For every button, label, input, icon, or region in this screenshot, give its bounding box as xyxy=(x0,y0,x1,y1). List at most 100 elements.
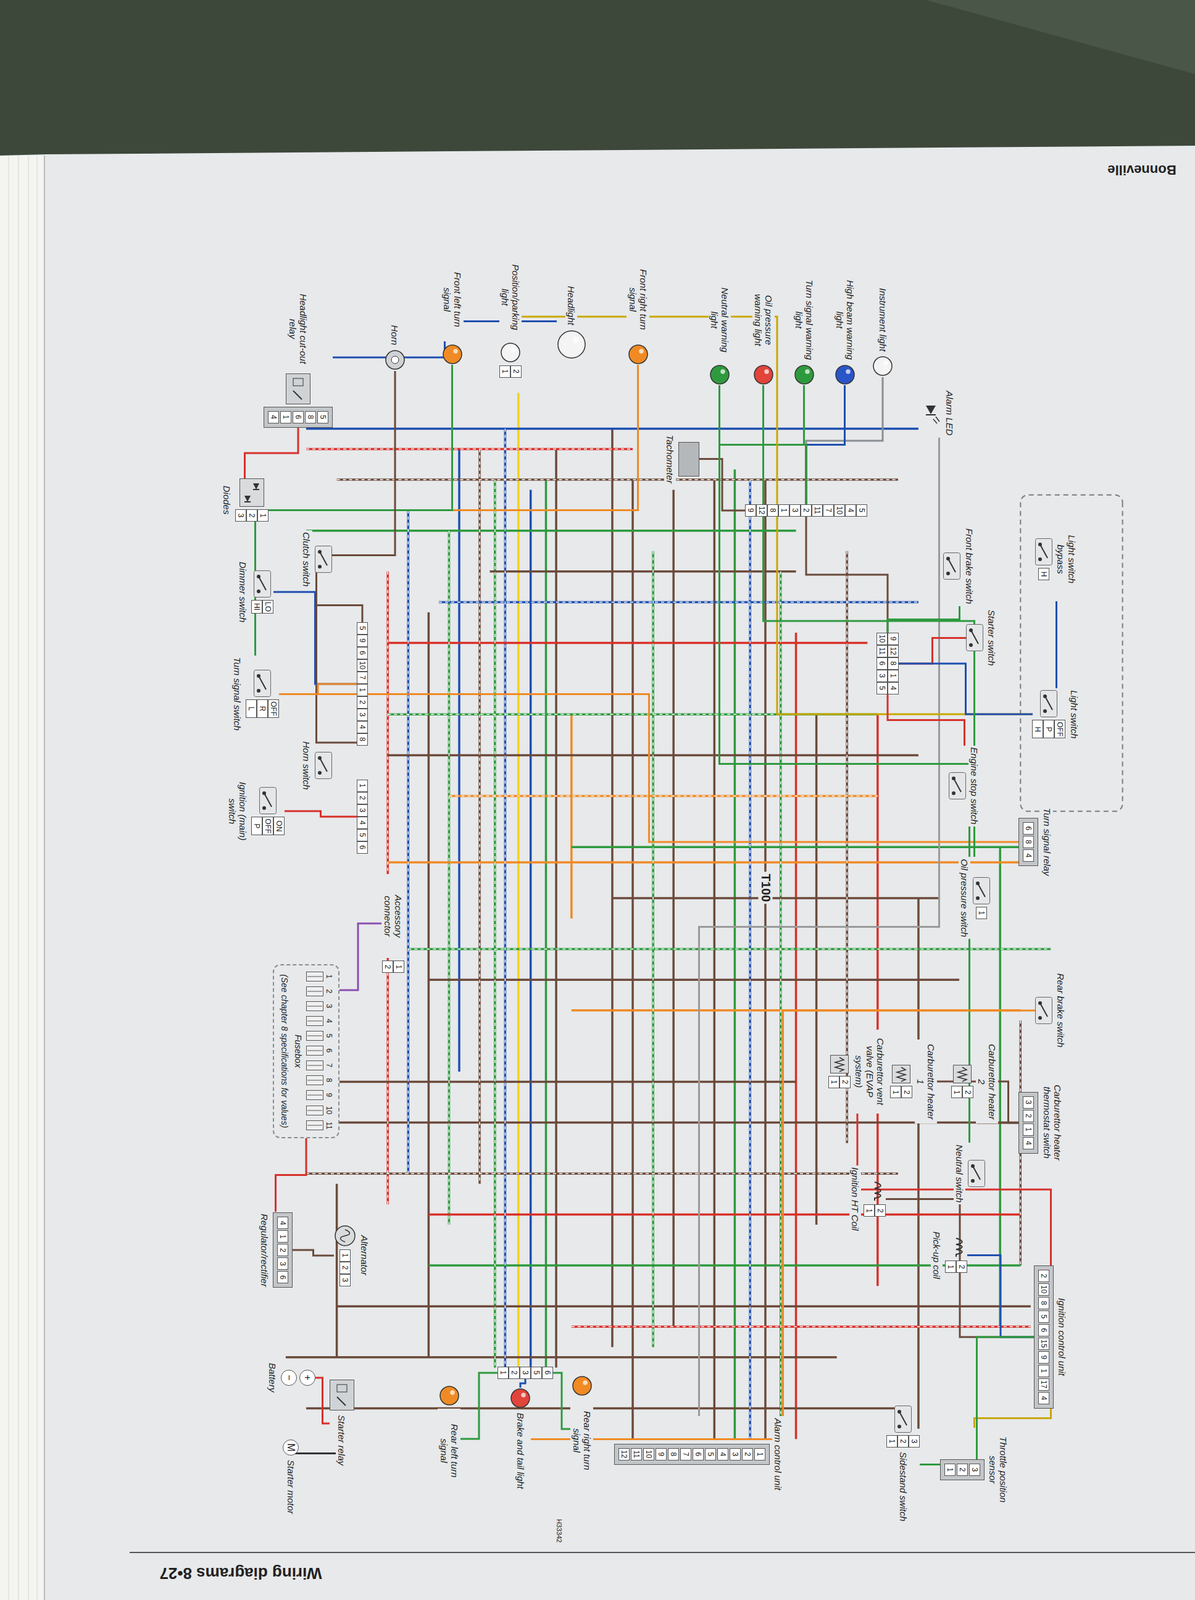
terminal-strip: 21 xyxy=(951,1085,974,1099)
wire xyxy=(316,739,363,746)
component-body: 41236 xyxy=(272,1212,293,1288)
heater-symbol xyxy=(953,1064,972,1084)
pin-number: 7 xyxy=(680,1448,692,1461)
wire xyxy=(306,529,797,533)
wire xyxy=(919,1336,1034,1465)
component-body: 12 xyxy=(382,960,405,973)
sw-symbol xyxy=(965,624,984,652)
component-body xyxy=(556,329,587,360)
component-body: 58614 xyxy=(263,373,333,428)
pin-number: 2 xyxy=(508,1366,520,1379)
component-body: 21 xyxy=(828,1054,851,1089)
terminal-strip: H xyxy=(1038,567,1050,581)
relay: Turn signal relay684 xyxy=(1018,806,1053,878)
component-label: Rear brake switch xyxy=(1054,971,1067,1050)
component-body xyxy=(965,624,984,652)
component-label: Carburettor vent valve (EVAP system) xyxy=(853,1029,887,1114)
wire xyxy=(699,459,746,512)
component-body: 21 xyxy=(499,341,522,378)
wire xyxy=(806,385,846,505)
pin-number: 8 xyxy=(667,1448,679,1461)
fuse: 8 xyxy=(306,1075,334,1086)
pin-number: 1 xyxy=(828,1075,840,1089)
multi-connector: 65321 xyxy=(497,1366,554,1379)
wire-stripe xyxy=(448,795,878,797)
fuse-symbol xyxy=(306,1030,324,1041)
wire xyxy=(290,1439,342,1468)
terminal-strip: 684 xyxy=(1018,817,1039,867)
bulb-symbol xyxy=(571,1375,593,1397)
multi-connector: 9128141011635 xyxy=(876,632,899,695)
fuse-symbol xyxy=(306,1105,324,1116)
component-label: Brake and tail light xyxy=(514,1411,527,1491)
component-body: 3214 xyxy=(1018,1091,1039,1154)
wire xyxy=(315,1377,330,1424)
pin-number: 4 xyxy=(277,1216,289,1229)
component-label: Headlight cut-out relay xyxy=(287,287,310,371)
warning-light: Oil pressure warning light xyxy=(752,277,776,386)
sw-symbol xyxy=(314,751,333,779)
wire-stripe xyxy=(780,571,782,1439)
pin-number: 1 xyxy=(1038,1364,1050,1378)
component-label: High beam warning light xyxy=(833,277,857,362)
terminal-strip: 1 xyxy=(975,906,987,920)
component-label: Throttle position sensor xyxy=(986,1427,1010,1512)
pin-number: 4 xyxy=(845,504,857,517)
component-body: 1 xyxy=(972,877,991,920)
pin-number: OFF xyxy=(1054,719,1066,739)
component-body xyxy=(438,1385,460,1407)
wire xyxy=(554,448,558,1368)
switch: ONOFFPIgnition (main) switch xyxy=(225,769,285,854)
wire xyxy=(255,364,453,656)
wire xyxy=(278,683,357,695)
pin-number: 2 xyxy=(956,1260,968,1273)
component-body xyxy=(306,1015,324,1026)
relay: Headlight cut-out relay58614 xyxy=(263,287,333,428)
wire xyxy=(387,641,868,645)
alt-symbol xyxy=(333,1224,357,1247)
component-label: Sidestand switch xyxy=(897,1449,910,1524)
wire xyxy=(611,428,614,1347)
multi-connector: 59610712348 xyxy=(356,622,368,746)
bulb-symbol xyxy=(509,1387,531,1409)
heater-symbol xyxy=(830,1054,849,1074)
wire xyxy=(876,714,879,1286)
switch-group-outline xyxy=(1020,495,1123,812)
pin-number: 2 xyxy=(382,960,394,973)
sw-symbol xyxy=(967,1159,986,1187)
bulb-symbol xyxy=(709,364,731,386)
component-label: Turn signal switch xyxy=(231,655,244,733)
wire xyxy=(517,393,520,1368)
component-body xyxy=(793,364,815,386)
pin-number: 4 xyxy=(717,1448,729,1461)
terminal-strip: 321 xyxy=(886,1435,920,1448)
pin-number: 1 xyxy=(975,906,987,920)
pin-number: 1 xyxy=(356,683,368,697)
component-label: Instrument light xyxy=(876,286,889,354)
fuse: 4 xyxy=(306,1015,334,1026)
pin-number: 2 xyxy=(956,1463,968,1476)
multi-connector: 123456 xyxy=(356,779,368,854)
component-body: 2108561591174 xyxy=(1033,1265,1054,1409)
fuse-number: 4 xyxy=(324,1017,334,1025)
pin-number: 10 xyxy=(643,1448,655,1461)
heater: Carburettor heater 221 xyxy=(951,1039,999,1124)
component-body xyxy=(948,772,966,800)
wire-stripe xyxy=(749,479,751,1439)
fuse: 11 xyxy=(306,1120,334,1131)
terminal-strip: 65321 xyxy=(497,1366,554,1379)
control-unit: Ignition control unit2108561591174 xyxy=(1033,1265,1068,1409)
pin-number: 3 xyxy=(908,1435,920,1448)
component-label: Front right turn signal xyxy=(626,257,650,342)
component-label: Position/parking light xyxy=(499,255,523,340)
component-body xyxy=(834,364,856,386)
component-label: Front brake switch xyxy=(962,526,975,607)
wire xyxy=(631,479,634,1439)
component-label: Light switch bypass xyxy=(1054,517,1078,602)
wire xyxy=(779,571,783,1439)
switch: Light switchOFFPH xyxy=(1032,688,1080,741)
wire xyxy=(306,1172,899,1176)
terminal-strip: 123456789101112 xyxy=(614,1443,770,1465)
turn-signal-lamp: Rear right turn signal xyxy=(570,1375,594,1483)
pin-number: 4 xyxy=(267,411,279,424)
